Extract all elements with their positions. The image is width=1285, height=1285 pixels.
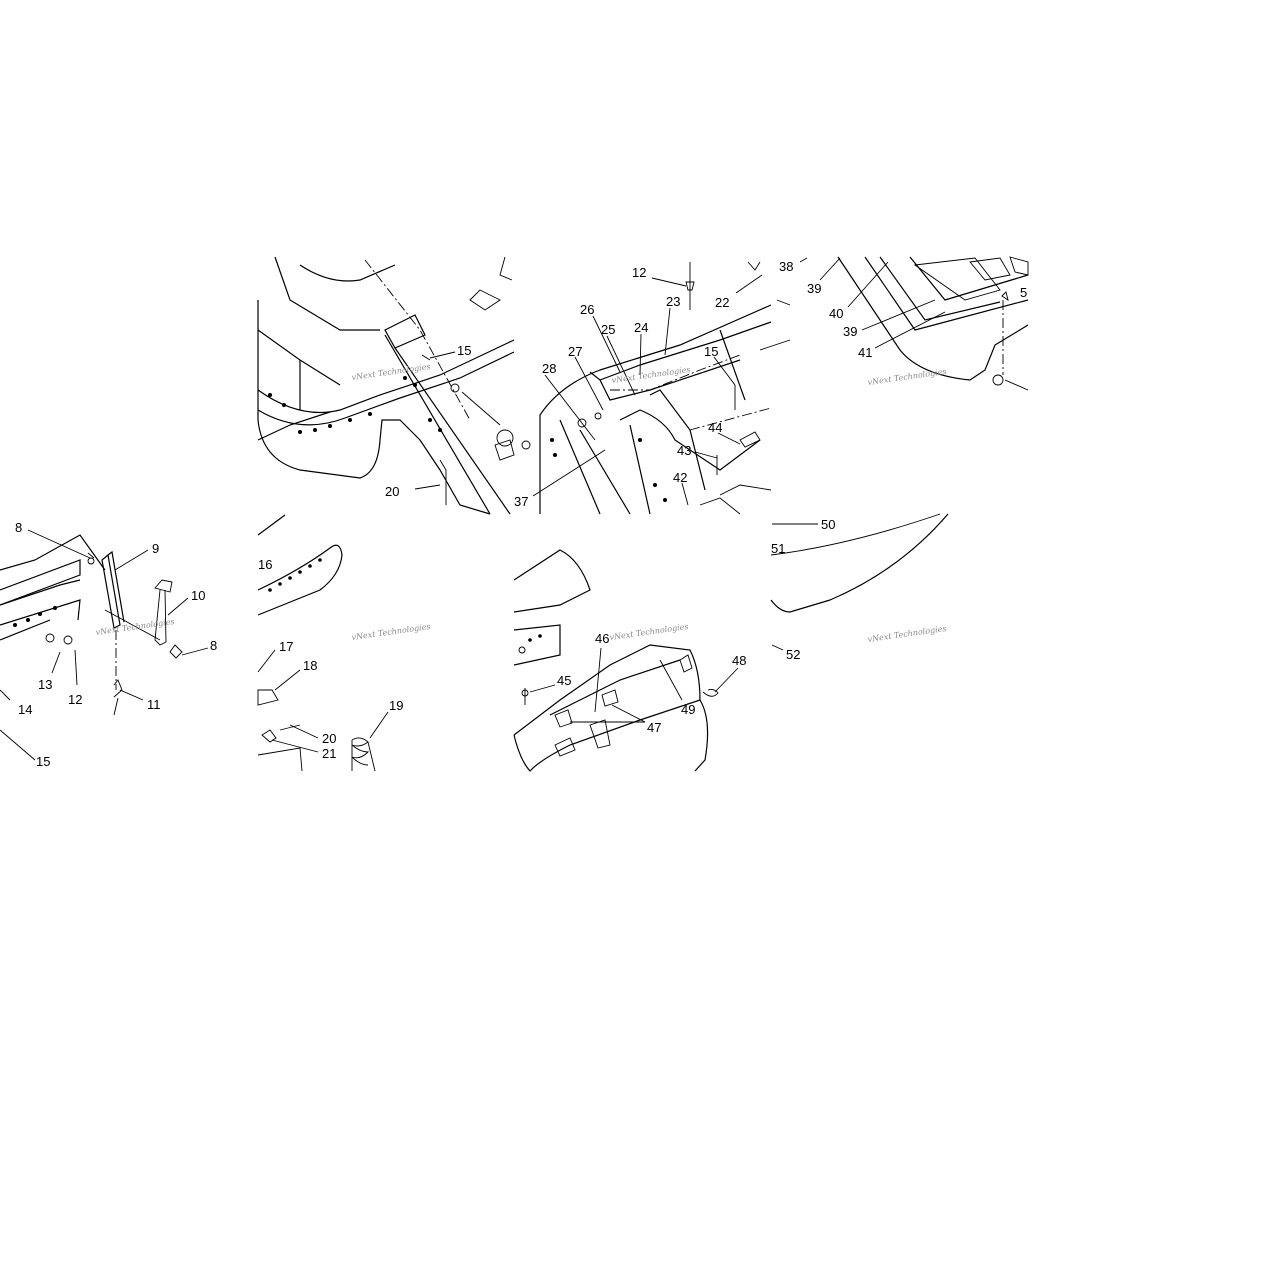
callout-label: 44 (708, 420, 722, 435)
tile-a-hood-section: 15 20 vNext Technologies (257, 256, 515, 515)
callout-label: 50 (821, 517, 835, 532)
tile-d-brace-section: 8 9 10 8 13 12 11 14 15 vNext Technologi… (0, 520, 217, 769)
callout-label: 20 (385, 484, 399, 499)
callout-label: 21 (322, 746, 336, 761)
callout-label: 46 (595, 631, 609, 646)
callout-label: 26 (580, 302, 594, 317)
callout-label: 16 (258, 557, 272, 572)
watermark: vNext Technologies (867, 367, 947, 387)
callout-label: 37 (514, 494, 528, 509)
callout-label: 15 (457, 343, 471, 358)
callout-label: 12 (68, 692, 82, 707)
callout-label: 20 (322, 731, 336, 746)
callout-label: 45 (557, 673, 571, 688)
watermark: vNext Technologies (351, 362, 431, 382)
callout-label: 48 (732, 653, 746, 668)
tile-f-floor-pan-section: 46 45 47 48 49 vNext Technologies (513, 549, 746, 772)
watermark: vNext Technologies (609, 622, 689, 642)
callout-label: 14 (18, 702, 32, 717)
callout-label: 51 (771, 541, 785, 556)
callout-label: 5 (1020, 285, 1027, 300)
callout-label: 42 (673, 470, 687, 485)
callout-label: 15 (36, 754, 50, 769)
callout-label: 24 (634, 320, 648, 335)
watermark: vNext Technologies (351, 622, 431, 642)
tile-e-side-panel-section: 16 17 18 19 20 21 vNext Technologies (257, 514, 431, 772)
callout-label: 41 (858, 345, 872, 360)
tile-b-cab-section: 12 22 23 26 25 24 27 28 15 44 43 42 37 v… (514, 261, 791, 515)
callout-label: 38 (779, 259, 793, 274)
callout-label: 8 (15, 520, 22, 535)
callout-label: 8 (210, 638, 217, 653)
callout-label: 10 (191, 588, 205, 603)
callout-label: 39 (807, 281, 821, 296)
callout-label: 40 (829, 306, 843, 321)
callout-label: 22 (715, 295, 729, 310)
callout-label: 19 (389, 698, 403, 713)
callout-label: 12 (632, 265, 646, 280)
callout-label: 39 (843, 324, 857, 339)
callout-label: 28 (542, 361, 556, 376)
callout-label: 13 (38, 677, 52, 692)
callout-label: 52 (786, 647, 800, 662)
callout-label: 49 (681, 702, 695, 717)
callout-label: 27 (568, 344, 582, 359)
watermark: vNext Technologies (95, 617, 175, 637)
callout-label: 25 (601, 322, 615, 337)
callout-label: 15 (704, 344, 718, 359)
watermark: vNext Technologies (867, 624, 947, 644)
callout-label: 23 (666, 294, 680, 309)
callout-label: 47 (647, 720, 661, 735)
watermark: vNext Technologies (611, 365, 691, 385)
callout-label: 43 (677, 443, 691, 458)
callout-label: 17 (279, 639, 293, 654)
callout-label: 18 (303, 658, 317, 673)
callout-label: 11 (147, 697, 161, 712)
tile-g-panel-section: 50 51 52 vNext Technologies (770, 513, 949, 662)
tile-c-rear-fender-section: 38 39 40 39 41 5 vNext Technologies (776, 256, 1029, 391)
callout-label: 9 (152, 541, 159, 556)
